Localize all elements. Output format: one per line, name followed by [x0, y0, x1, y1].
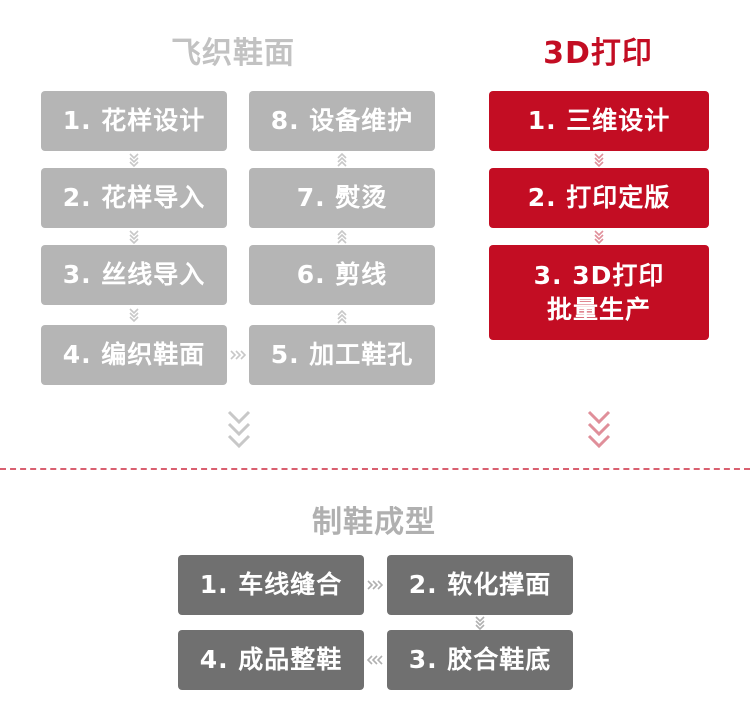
- chevron-down-icon: [129, 230, 139, 245]
- step-box-stitching: 1. 车线缝合: [178, 555, 364, 615]
- chevron-right-icon: [230, 350, 247, 360]
- step-box-softening: 2. 软化撑面: [387, 555, 573, 615]
- step-box-eyelet-processing: 5. 加工鞋孔: [249, 325, 435, 385]
- step-box-sole-gluing: 3. 胶合鞋底: [387, 630, 573, 690]
- chevron-up-icon: [337, 309, 347, 324]
- section-divider: [0, 468, 750, 470]
- chevron-right-icon: [367, 580, 384, 590]
- chevron-down-icon: [129, 153, 139, 168]
- large-chevron-down-icon: [587, 410, 611, 449]
- step-box-ironing: 7. 熨烫: [249, 168, 435, 228]
- chevron-down-icon: [594, 153, 604, 168]
- step-box-3d-design: 1. 三维设计: [489, 91, 709, 151]
- step-box-thread-import: 3. 丝线导入: [41, 245, 227, 305]
- step-box-thread-cutting: 6. 剪线: [249, 245, 435, 305]
- step-box-pattern-import: 2. 花样导入: [41, 168, 227, 228]
- chevron-down-icon: [594, 230, 604, 245]
- step-box-equipment-maintenance: 8. 设备维护: [249, 91, 435, 151]
- chevron-left-icon: [366, 655, 383, 665]
- step-box-3d-mass-production: 3. 3D打印 批量生产: [489, 245, 709, 340]
- chevron-down-icon: [129, 308, 139, 323]
- chevron-down-icon: [475, 616, 485, 631]
- step-box-finished-shoe: 4. 成品整鞋: [178, 630, 364, 690]
- large-chevron-down-icon: [227, 410, 251, 449]
- left-section-title: 飞织鞋面: [171, 36, 295, 71]
- step-box-pattern-design: 1. 花样设计: [41, 91, 227, 151]
- step-box-print-prototype: 2. 打印定版: [489, 168, 709, 228]
- bottom-section-title: 制鞋成型: [312, 505, 436, 540]
- chevron-up-icon: [337, 152, 347, 167]
- right-section-title: 3D打印: [543, 36, 653, 71]
- step-box-knit-upper: 4. 编织鞋面: [41, 325, 227, 385]
- chevron-up-icon: [337, 229, 347, 244]
